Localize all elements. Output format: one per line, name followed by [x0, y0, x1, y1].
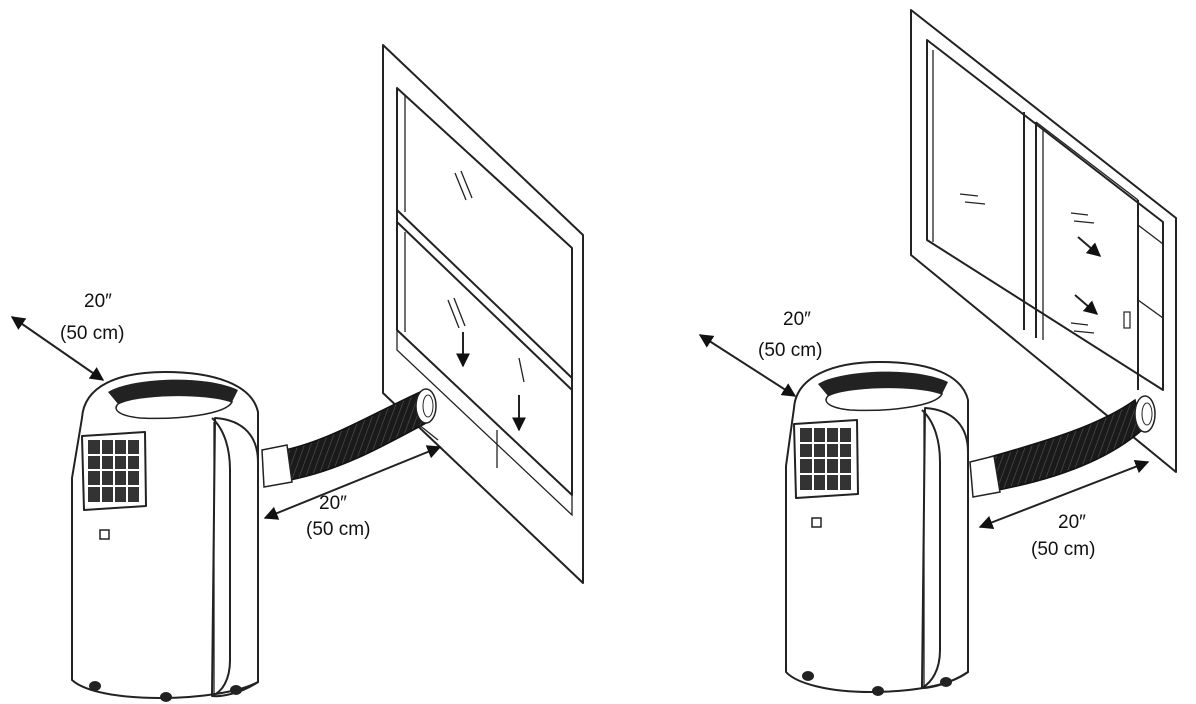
exhaust-hose	[261, 388, 439, 488]
clearance-arrow-top	[698, 334, 797, 397]
clearance-side-metric: (50 cm)	[1031, 539, 1095, 560]
clearance-top-distance: 20″	[84, 291, 112, 312]
portable-ac-unit	[785, 361, 969, 696]
double-hung-window	[382, 44, 584, 584]
front-louver-panel	[793, 419, 859, 499]
panel-sliding: 20″ (50 cm) 20″ (50 cm)	[698, 9, 1177, 696]
clearance-arrow-side	[978, 460, 1150, 529]
clearance-side-distance: 20″	[1058, 512, 1086, 533]
exhaust-hose	[969, 395, 1156, 498]
clearance-top-metric: (50 cm)	[758, 340, 822, 361]
panel-double-hung: 20″ (50 cm) 20″ (50 cm)	[10, 44, 584, 702]
clearance-top-metric: (50 cm)	[60, 323, 124, 344]
clearance-side-distance: 20″	[319, 493, 347, 514]
front-louver-panel	[81, 431, 147, 511]
clearance-arrow-side	[263, 445, 442, 520]
clearance-side-metric: (50 cm)	[306, 519, 370, 540]
clearance-top-distance: 20″	[783, 309, 811, 330]
sliding-window	[910, 9, 1177, 473]
portable-ac-unit	[71, 371, 259, 702]
clearance-arrow-top	[10, 316, 105, 381]
